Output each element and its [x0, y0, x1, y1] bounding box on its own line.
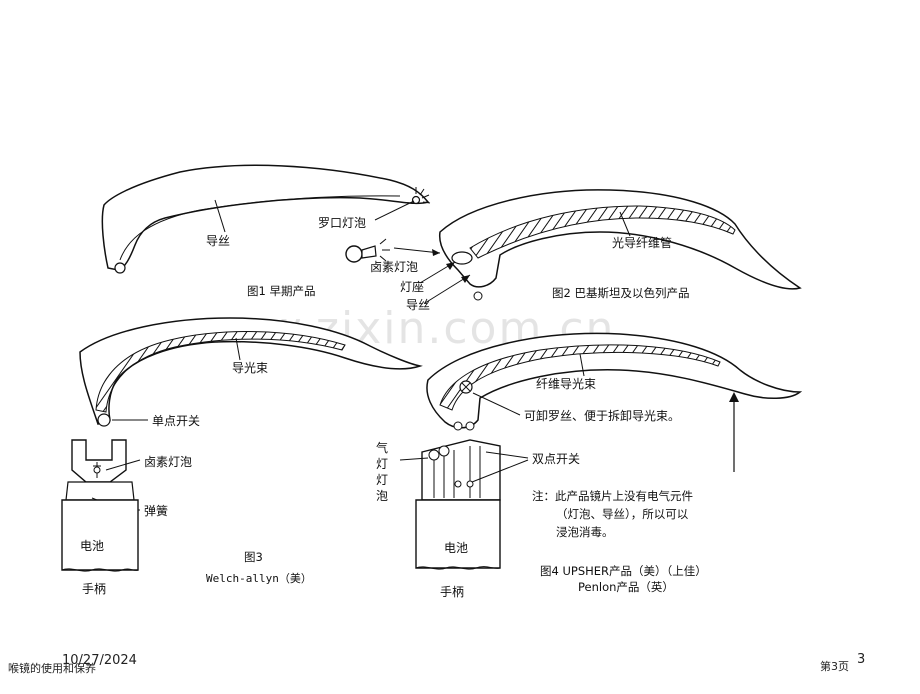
fig1-label-screw-bulb: 罗口灯泡	[318, 216, 366, 230]
fig4-caption-maker: Penlon产品（英）	[578, 580, 674, 594]
fig1-caption: 图1 早期产品	[247, 284, 315, 298]
fig2-blade-outline	[438, 189, 802, 290]
footer-page-label: 第3页	[820, 660, 849, 673]
fig4-label-battery: 电池	[444, 541, 468, 555]
fig3-label-spring: 弹簧	[144, 503, 168, 518]
fig4-label-gas-bulb-3: 灯	[376, 473, 388, 487]
footer-page-number: 3	[857, 652, 866, 667]
fig4-caption: 图4 UPSHER产品（美）（上佳）	[540, 564, 707, 578]
figure-3: 导光束 单点开关 卤素灯泡 弹簧 电池 手柄 图3 Welch-allyn（美）	[61, 317, 423, 596]
fig3-caption: 图3	[244, 550, 263, 564]
fig4-label-handle: 手柄	[440, 585, 464, 599]
fig4-note-line-2: （灯泡、导丝），所以可以	[556, 507, 689, 521]
figure-1: 导丝 罗口灯泡 图1 早期产品	[101, 164, 431, 298]
fig4-label-gas-bulb-4: 泡	[376, 489, 388, 503]
fig3-caption-maker: Welch-allyn（美）	[206, 572, 312, 585]
fig4-label-double-switch: 双点开关	[532, 452, 580, 466]
fig4-label-fiber-bundle: 纤维导光束	[536, 377, 596, 391]
fig4-note-line-3: 浸泡消毒。	[556, 525, 614, 539]
fig3-label-single-switch: 单点开关	[152, 414, 200, 428]
fig1-label-guide-wire: 导丝	[206, 234, 230, 248]
fig3-label-light-bundle: 导光束	[232, 361, 268, 375]
figure-2: 卤素灯泡 光导纤维管 灯座 导丝 图2 巴基斯坦及以色列产品	[345, 189, 802, 312]
fig4-note-line-1: 注：此产品镜片上没有电气元件	[532, 489, 693, 503]
fig2-label-lamp-seat: 灯座	[400, 279, 424, 294]
fig2-caption: 图2 巴基斯坦及以色列产品	[552, 286, 689, 300]
fig2-label-light-guide-tube: 光导纤维管	[612, 235, 672, 250]
fig2-halogen-bulb-icon	[345, 245, 363, 263]
fig2-label-halogen-bulb: 卤素灯泡	[370, 260, 418, 274]
fig3-label-battery: 电池	[80, 539, 104, 553]
fig3-label-halogen-bulb: 卤素灯泡	[144, 455, 192, 469]
bulb-rays-icon	[415, 187, 431, 204]
fig4-label-gas-bulb-1: 气	[376, 440, 388, 455]
fig4-label-detachable-screw: 可卸罗丝、便于拆卸导光束。	[524, 408, 680, 423]
fig2-label-guide-wire: 导丝	[406, 298, 430, 312]
fig1-blade-outline	[101, 164, 430, 271]
fig3-label-handle: 手柄	[82, 582, 106, 596]
footer-title: 喉镜的使用和保养	[8, 662, 96, 675]
footer-date: 10/27/2024	[62, 653, 137, 668]
fig4-label-gas-bulb-2: 灯	[376, 457, 388, 471]
figure-4: 纤维导光束 可卸罗丝、便于拆卸导光束。 气 灯 灯 泡 双点开关 电池 手柄 注…	[376, 332, 803, 599]
